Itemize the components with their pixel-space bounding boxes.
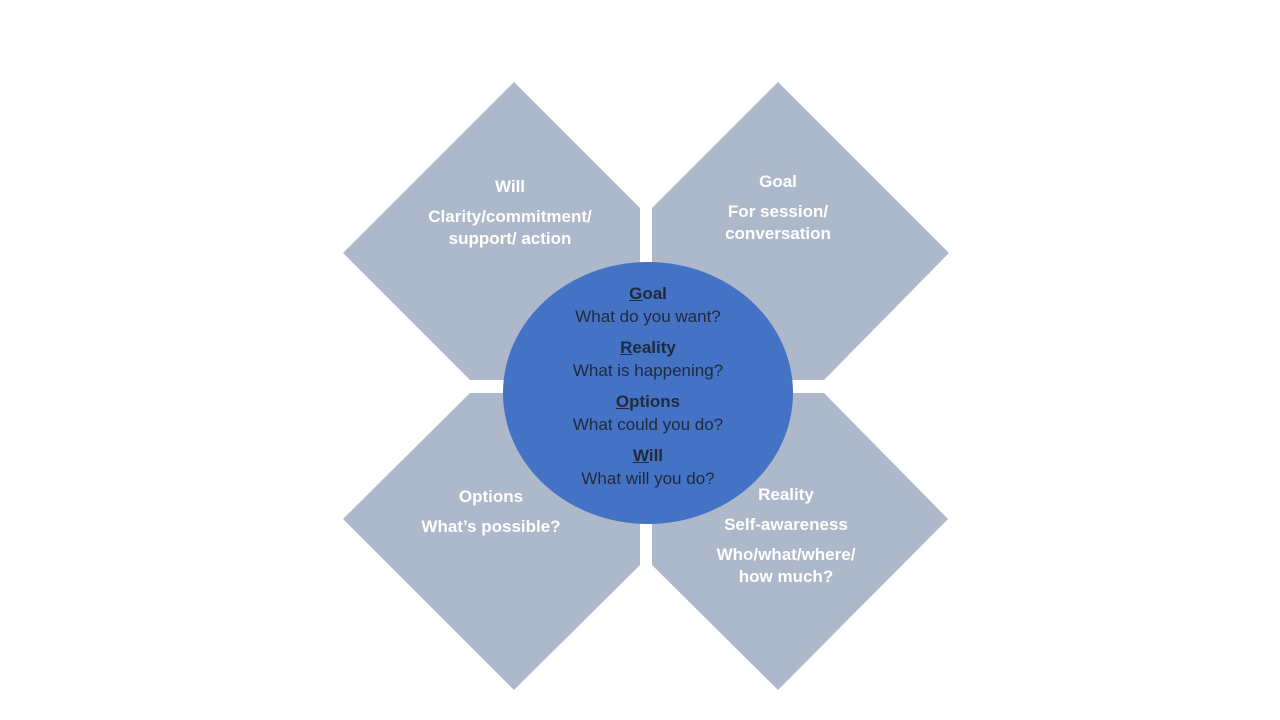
heading-rest: ptions — [629, 392, 681, 411]
center-heading-goal: Goal — [548, 282, 748, 305]
petal-will-desc: Clarity/commitment/ support/ action — [428, 207, 592, 248]
petal-options-title: Options — [458, 487, 524, 506]
petal-reality-title: Reality — [758, 485, 814, 504]
center-question-will: What will you do? — [581, 469, 715, 488]
petal-goal-text: Goal For session/ conversation — [688, 171, 868, 245]
heading-rest: eality — [632, 338, 676, 357]
petal-options-desc: What’s possible? — [421, 517, 561, 536]
center-circle — [503, 262, 793, 524]
petal-will-title: Will — [494, 177, 526, 196]
center-heading-options: Options — [548, 390, 748, 413]
heading-rest: oal — [642, 284, 667, 303]
petal-goal-desc: For session/ conversation — [725, 202, 831, 243]
initial: W — [632, 446, 649, 465]
petal-options-text: Options What’s possible? — [391, 486, 591, 546]
center-heading-will: Will — [548, 444, 748, 467]
center-question-goal: What do you want? — [575, 307, 721, 326]
initial: O — [615, 392, 630, 411]
petal-reality-desc: Self-awareness — [724, 515, 848, 534]
initial: G — [629, 284, 643, 303]
center-question-options: What could you do? — [572, 415, 724, 434]
center-heading-reality: Reality — [548, 336, 748, 359]
petal-reality-text: Reality Self-awareness Who/what/where/ h… — [686, 484, 886, 588]
center-text: Goal What do you want? Reality What is h… — [548, 282, 748, 498]
petal-will-text: Will Clarity/commitment/ support/ action — [410, 176, 610, 250]
petal-goal-title: Goal — [759, 172, 797, 191]
petal-reality-desc2: Who/what/where/ how much? — [716, 545, 856, 586]
center-question-reality: What is happening? — [572, 361, 724, 380]
heading-rest: ill — [648, 446, 664, 465]
initial: R — [620, 338, 633, 357]
